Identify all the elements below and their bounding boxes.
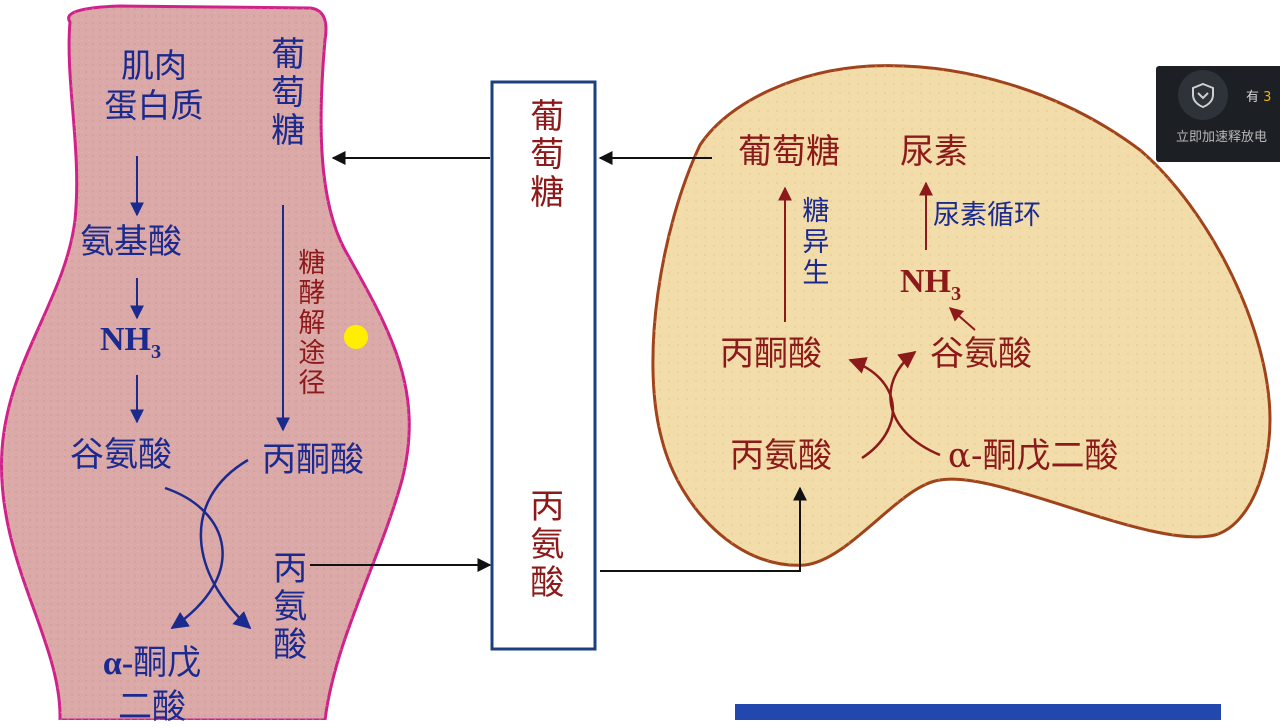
muscle-glutamate-label: 谷氨酸 <box>70 435 172 476</box>
urea-cycle-label: 尿素循环 <box>933 200 1041 232</box>
muscle-glucose-label: 葡萄糖 <box>264 36 305 150</box>
liver-nh3-text: NH <box>900 263 951 300</box>
shield-icon <box>1178 70 1228 120</box>
muscle-akg-line1: α-酮戊 <box>82 642 222 686</box>
popup-count: 有 3 <box>1246 86 1271 105</box>
muscle-pyruvate-label: 丙酮酸 <box>262 440 364 481</box>
muscle-akg-line2: 二酸 <box>82 686 222 728</box>
muscle-akg-text1: 酮戊 <box>133 643 201 683</box>
muscle-amino-acid-label: 氨基酸 <box>80 222 182 263</box>
popup-count-prefix: 有 <box>1246 90 1259 105</box>
muscle-nh3-sub: 3 <box>151 341 161 363</box>
muscle-nh3-label: NH3 <box>100 320 161 364</box>
muscle-akg-prefix: α- <box>103 645 133 682</box>
pointer-dot <box>344 325 368 349</box>
popup-count-value: 3 <box>1263 90 1271 105</box>
muscle-protein-label: 肌肉 蛋白质 <box>90 46 218 125</box>
muscle-akg-label: α-酮戊 二酸 <box>82 642 222 728</box>
muscle-protein-line2: 蛋白质 <box>90 86 218 126</box>
blood-alanine-label: 丙氨酸 <box>523 488 564 602</box>
bottom-caption-bar <box>735 704 1221 720</box>
gluconeogenesis-label: 糖异生 <box>796 196 828 289</box>
liver-glutamate-label: 谷氨酸 <box>930 334 1032 375</box>
glycolysis-label: 糖酵解途径 <box>292 248 324 398</box>
liver-alanine-label: 丙氨酸 <box>730 436 832 477</box>
popup-tip-link[interactable]: 立即加速释放电 <box>1176 126 1267 145</box>
liver-pyruvate-label: 丙酮酸 <box>720 334 822 375</box>
muscle-nh3-text: NH <box>100 321 151 358</box>
muscle-protein-line1: 肌肉 <box>90 46 218 86</box>
liver-akg-label: α-酮戊二酸 <box>948 436 1118 477</box>
liver-nh3-sub: 3 <box>951 283 961 305</box>
blood-glucose-label: 葡萄糖 <box>523 98 564 212</box>
liver-urea-label: 尿素 <box>900 132 968 173</box>
liver-nh3-label: NH3 <box>900 262 961 306</box>
liver-glucose-label: 葡萄糖 <box>738 132 840 173</box>
notification-popup[interactable]: 有 3 立即加速释放电 <box>1156 66 1280 162</box>
muscle-alanine-label: 丙氨酸 <box>266 550 307 664</box>
